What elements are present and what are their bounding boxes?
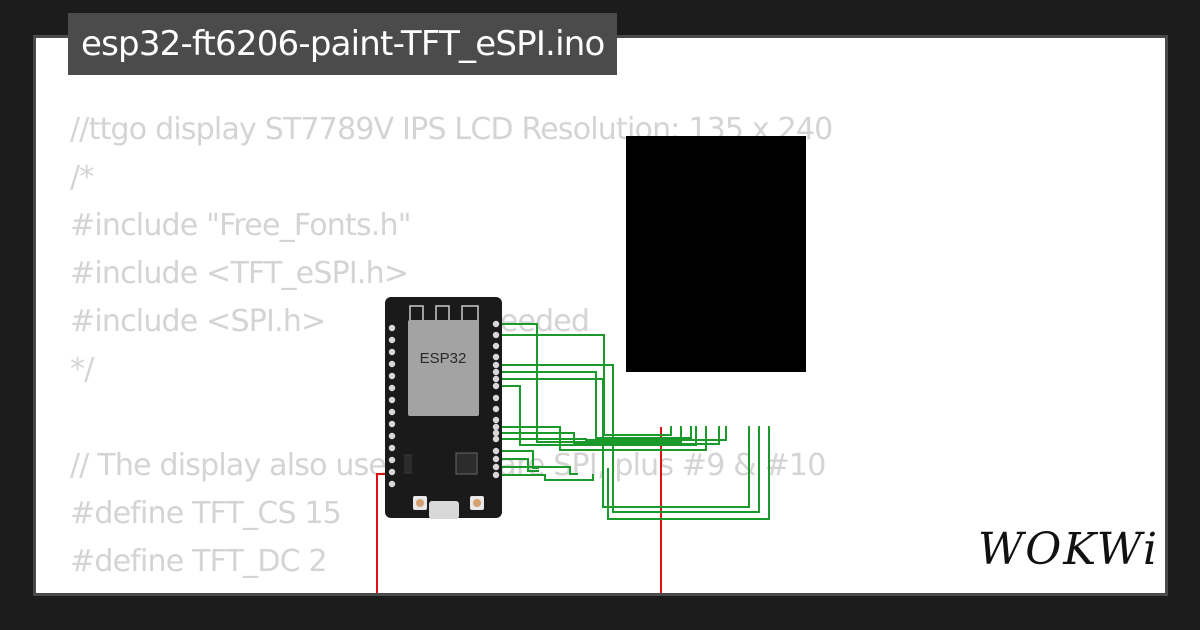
tft-display[interactable] xyxy=(626,136,806,372)
code-preview: //ttgo display ST7789V IPS LCD Resolutio… xyxy=(70,106,833,593)
esp32-module-shield xyxy=(408,320,479,416)
red-wires xyxy=(376,427,662,593)
project-title: esp32-ft6206-paint-TFT_eSPI.ino xyxy=(68,13,618,75)
usb-port xyxy=(429,501,459,519)
code-line: #define TFT_MOSI 23 xyxy=(70,586,832,593)
green-wires xyxy=(496,323,770,520)
preview-card: //ttgo display ST7789V IPS LCD Resolutio… xyxy=(33,35,1168,596)
code-line: #include "Free_Fonts.h" xyxy=(70,208,412,243)
code-line: #define TFT_DC 2 xyxy=(70,544,328,579)
board-pins xyxy=(388,320,500,488)
code-line: #define TFT_CS 15 xyxy=(70,496,342,531)
code-line: #include <TFT_eSPI.h> xyxy=(70,256,409,291)
code-line: /* xyxy=(70,160,94,195)
wokwi-logo: WOKWi xyxy=(978,524,1160,575)
esp32-board[interactable]: ESP32 xyxy=(385,297,502,519)
chip-label: ESP32 xyxy=(420,350,467,367)
code-line: */ xyxy=(70,352,94,387)
circuit-diagram: ESP32 xyxy=(376,136,806,593)
